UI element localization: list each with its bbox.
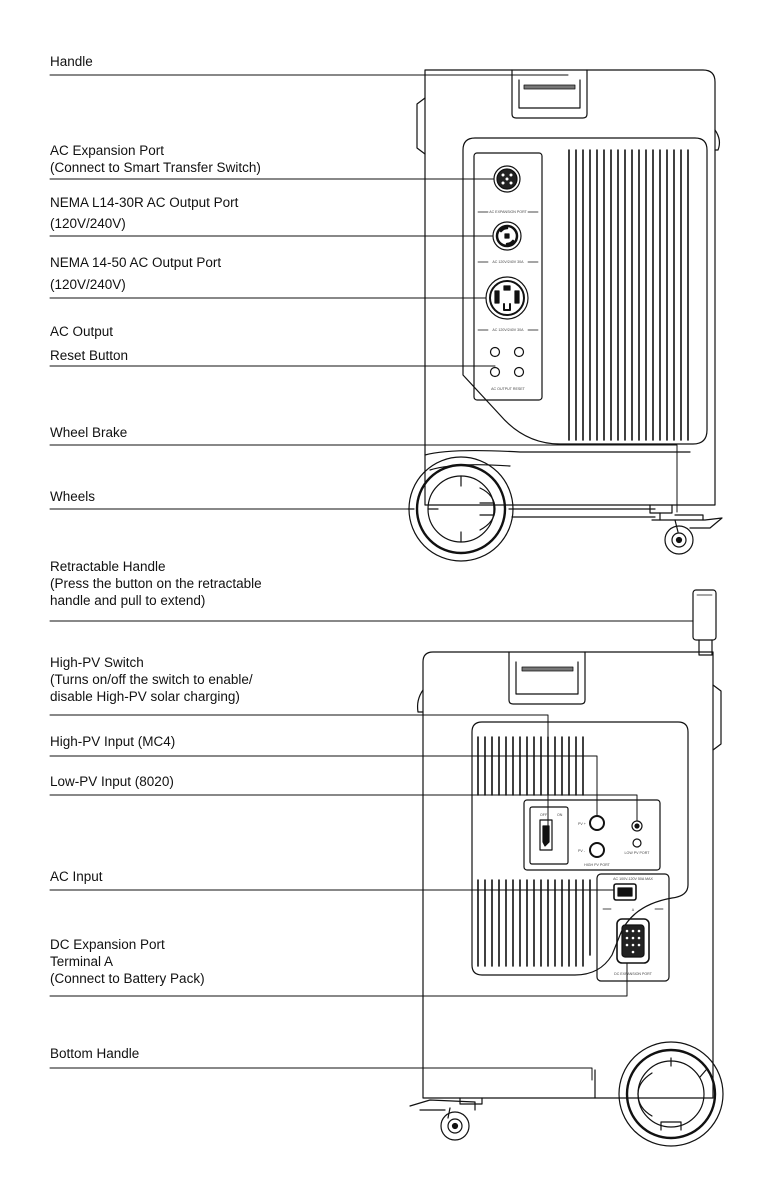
label-wheel-brake: Wheel Brake bbox=[50, 424, 127, 441]
back-unit: OFF ON PV + PV - HIGH PV PORT LOW PV POR… bbox=[409, 589, 724, 1147]
label-low-pv-input: Low-PV Input (8020) bbox=[50, 773, 174, 790]
leader-lines bbox=[49, 74, 694, 1081]
label-line: High-PV Input (MC4) bbox=[50, 734, 176, 749]
high-pv-port-text: HIGH PV PORT bbox=[584, 863, 610, 867]
front-unit: AC EXPANSION PORT AC 120V/240V 30A AC 12… bbox=[407, 69, 723, 562]
label-bottom-handle: Bottom Handle bbox=[50, 1045, 139, 1062]
label-nema-l14-30r: NEMA L14-30R AC Output Port (120V/240V) bbox=[50, 192, 238, 234]
label-line: AC Output bbox=[50, 324, 114, 339]
switch-on-text: ON bbox=[557, 813, 563, 817]
label-wheels: Wheels bbox=[50, 488, 95, 505]
back-wheel bbox=[618, 1041, 724, 1147]
label-line: (120V/240V) bbox=[50, 277, 126, 292]
front-port-panel: AC EXPANSION PORT AC 120V/240V 30A AC 12… bbox=[473, 152, 543, 401]
label-high-pv-input: High-PV Input (MC4) bbox=[50, 733, 175, 750]
front-caster bbox=[649, 504, 723, 555]
label-line: (Turns on/off the switch to enable/ bbox=[50, 672, 253, 687]
label-nema-14-50: NEMA 14-50 AC Output Port (120V/240V) bbox=[50, 252, 221, 296]
nema1450-port-text: AC 120V/240V 30A bbox=[492, 328, 524, 332]
nema-14-50-port-icon bbox=[485, 276, 529, 320]
label-ac-output-reset: AC Output Reset Button bbox=[50, 320, 128, 368]
label-high-pv-switch: High-PV Switch (Turns on/off the switch … bbox=[50, 654, 253, 705]
label-line: Retractable Handle bbox=[50, 559, 166, 574]
pv-minus-text: PV - bbox=[578, 849, 586, 853]
pv-panel: OFF ON PV + PV - HIGH PV PORT LOW PV POR… bbox=[523, 799, 661, 871]
reset-text: AC OUTPUT RESET bbox=[491, 387, 525, 391]
label-line: Handle bbox=[50, 54, 93, 69]
label-dc-expansion-port: DC Expansion Port Terminal A (Connect to… bbox=[50, 936, 205, 987]
label-line: (Press the button on the retractable bbox=[50, 576, 262, 591]
back-vent-lower bbox=[477, 879, 591, 967]
expansion-port-text: AC EXPANSION PORT bbox=[489, 210, 527, 214]
label-line: (120V/240V) bbox=[50, 216, 126, 231]
label-line: Low-PV Input (8020) bbox=[50, 774, 174, 789]
retractable-handle-bar bbox=[692, 589, 717, 656]
label-line: DC Expansion Port bbox=[50, 937, 165, 952]
label-retractable-handle: Retractable Handle (Press the button on … bbox=[50, 558, 262, 609]
ac-input-text: AC 100V-120V 50A MAX bbox=[613, 877, 653, 881]
l14-port-text: AC 120V/240V 30A bbox=[492, 260, 524, 264]
label-line: AC Expansion Port bbox=[50, 143, 165, 158]
label-handle: Handle bbox=[50, 53, 93, 70]
dc-port-text: DC EXPANSION PORT bbox=[614, 972, 653, 976]
label-line: disable High-PV solar charging) bbox=[50, 689, 240, 704]
label-line: AC Input bbox=[50, 869, 103, 884]
label-ac-input: AC Input bbox=[50, 868, 103, 885]
low-pv-port-text: LOW PV PORT bbox=[625, 851, 651, 855]
pv-plus-text: PV + bbox=[578, 822, 586, 826]
reset-buttons-icon bbox=[489, 346, 525, 378]
l14-30r-port-icon bbox=[492, 221, 522, 251]
front-wheel bbox=[407, 456, 656, 562]
label-line: High-PV Switch bbox=[50, 655, 144, 670]
input-panel: AC 100V-120V 50A MAX A DC EXPANSION PORT bbox=[596, 873, 670, 982]
back-caster bbox=[409, 1097, 483, 1141]
switch-off-text: OFF bbox=[540, 813, 548, 817]
ac-expansion-port-icon bbox=[493, 165, 521, 193]
top-handle bbox=[511, 69, 588, 119]
back-vent-upper bbox=[477, 736, 584, 796]
label-line: (Connect to Smart Transfer Switch) bbox=[50, 160, 261, 175]
label-line: Reset Button bbox=[50, 348, 129, 363]
label-line: handle and pull to extend) bbox=[50, 593, 206, 608]
label-line: Terminal A bbox=[50, 954, 114, 969]
dc-port-letter: A bbox=[632, 908, 635, 912]
label-line: Wheels bbox=[50, 489, 96, 504]
label-line: NEMA 14-50 AC Output Port bbox=[50, 255, 222, 270]
label-line: Bottom Handle bbox=[50, 1046, 140, 1061]
front-vent bbox=[568, 149, 689, 441]
label-line: Wheel Brake bbox=[50, 425, 128, 440]
back-top-handle bbox=[508, 651, 586, 705]
label-line: NEMA L14-30R AC Output Port bbox=[50, 195, 239, 210]
label-ac-expansion-port: AC Expansion Port (Connect to Smart Tran… bbox=[50, 142, 261, 176]
label-line: (Connect to Battery Pack) bbox=[50, 971, 205, 986]
